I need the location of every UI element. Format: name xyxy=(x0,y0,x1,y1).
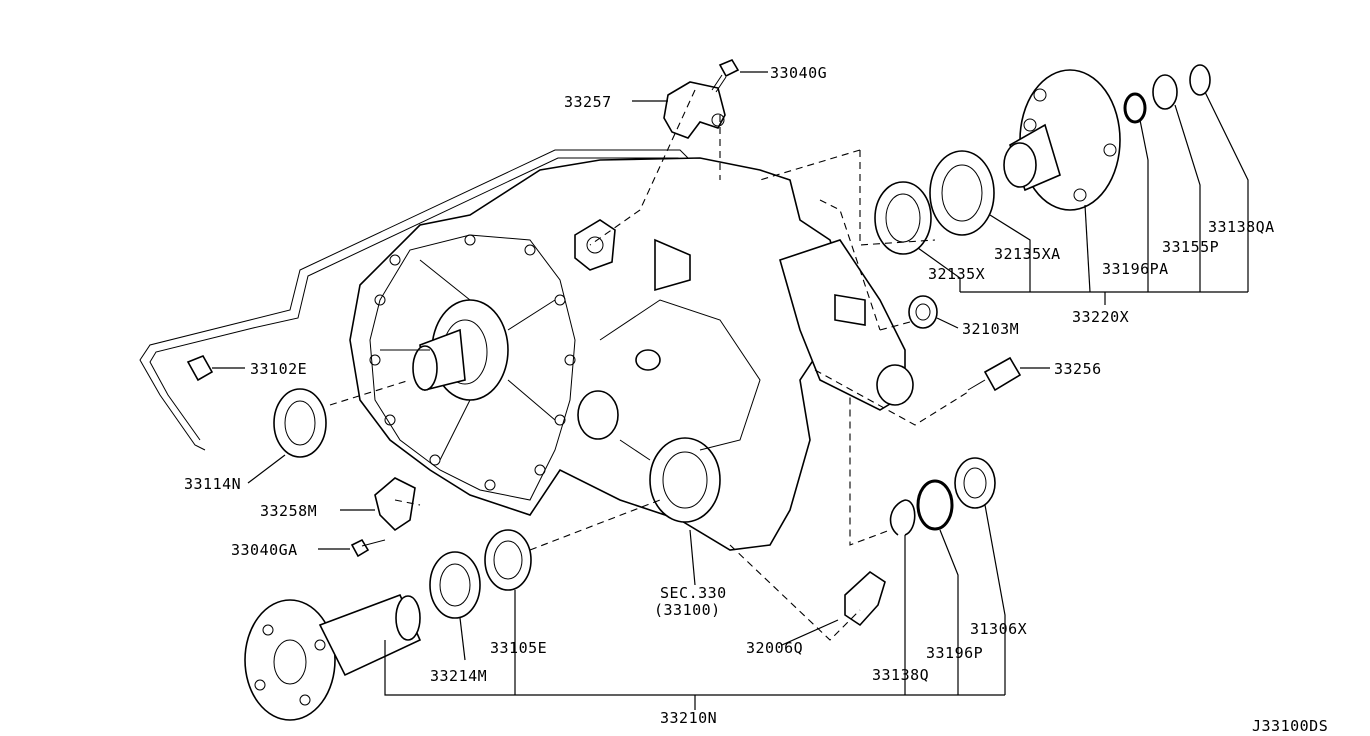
part-33258M-sensor xyxy=(374,477,416,532)
part-33196P-oring xyxy=(916,479,954,531)
callout-32006Q: 32006Q xyxy=(746,639,803,657)
part-33114N-seal xyxy=(273,388,327,458)
part-33256-switch xyxy=(967,356,1022,392)
callout-33256: 33256 xyxy=(1054,360,1102,378)
part-33105E-seal xyxy=(484,529,532,591)
assembly-line xyxy=(814,369,969,426)
assembly-line xyxy=(879,321,911,331)
leader-lines xyxy=(212,71,1249,710)
callout-33210N: 33210N xyxy=(660,709,717,727)
callout-33155P: 33155P xyxy=(1162,238,1219,256)
assembly-line xyxy=(759,149,936,246)
part-32135XA-seal xyxy=(929,150,995,236)
callout-33214M: 33214M xyxy=(430,667,487,685)
part-33040G-bolt xyxy=(711,58,740,93)
callout-33100: (33100) xyxy=(654,601,721,619)
part-33196PA-oring xyxy=(1123,92,1147,124)
part-33102E-breather xyxy=(186,354,214,382)
callout-33138QA: 33138QA xyxy=(1208,218,1275,236)
callout-33196PA: 33196PA xyxy=(1102,260,1169,278)
transfer-case-housing xyxy=(349,157,914,551)
assembly-line xyxy=(729,544,861,641)
part-31306X-seal xyxy=(954,457,996,509)
assembly-line xyxy=(819,379,891,546)
assembly-line xyxy=(589,89,696,246)
part-33138Q-snapring xyxy=(889,499,916,536)
callout-33257: 33257 xyxy=(564,93,612,111)
callout-31306X: 31306X xyxy=(970,620,1027,638)
callout-33138Q: 33138Q xyxy=(872,666,929,684)
diagram-id: J33100DS xyxy=(1252,717,1328,735)
part-33220X-flange xyxy=(1003,69,1121,211)
callout-32135X: 32135X xyxy=(928,265,985,283)
breather-tube xyxy=(139,149,691,451)
callout-sec330: SEC.330 xyxy=(660,584,727,602)
breather-tube-outer xyxy=(149,157,691,441)
part-32006Q-sensor xyxy=(844,570,886,627)
callout-32103M: 32103M xyxy=(962,320,1019,338)
callout-33040GA: 33040GA xyxy=(231,541,298,559)
callout-33220X: 33220X xyxy=(1072,308,1129,326)
part-33040GA-bolt xyxy=(350,538,386,558)
assembly-line xyxy=(394,499,421,506)
callout-33040G: 33040G xyxy=(770,64,827,82)
callout-33105E: 33105E xyxy=(490,639,547,657)
callout-33102E: 33102E xyxy=(250,360,307,378)
callout-32135XA: 32135XA xyxy=(994,245,1061,263)
part-33214M-seal xyxy=(429,551,481,619)
part-32135X-seal xyxy=(874,181,932,255)
callout-33196P: 33196P xyxy=(926,644,983,662)
part-33138QA-snapring xyxy=(1189,64,1211,96)
callout-33258M: 33258M xyxy=(260,502,317,520)
part-32103M-plug xyxy=(908,295,938,329)
assembly-line xyxy=(329,379,411,406)
part-33155P-washer xyxy=(1152,74,1178,110)
part-33210N-flange xyxy=(244,593,422,721)
callout-33114N: 33114N xyxy=(184,475,241,493)
